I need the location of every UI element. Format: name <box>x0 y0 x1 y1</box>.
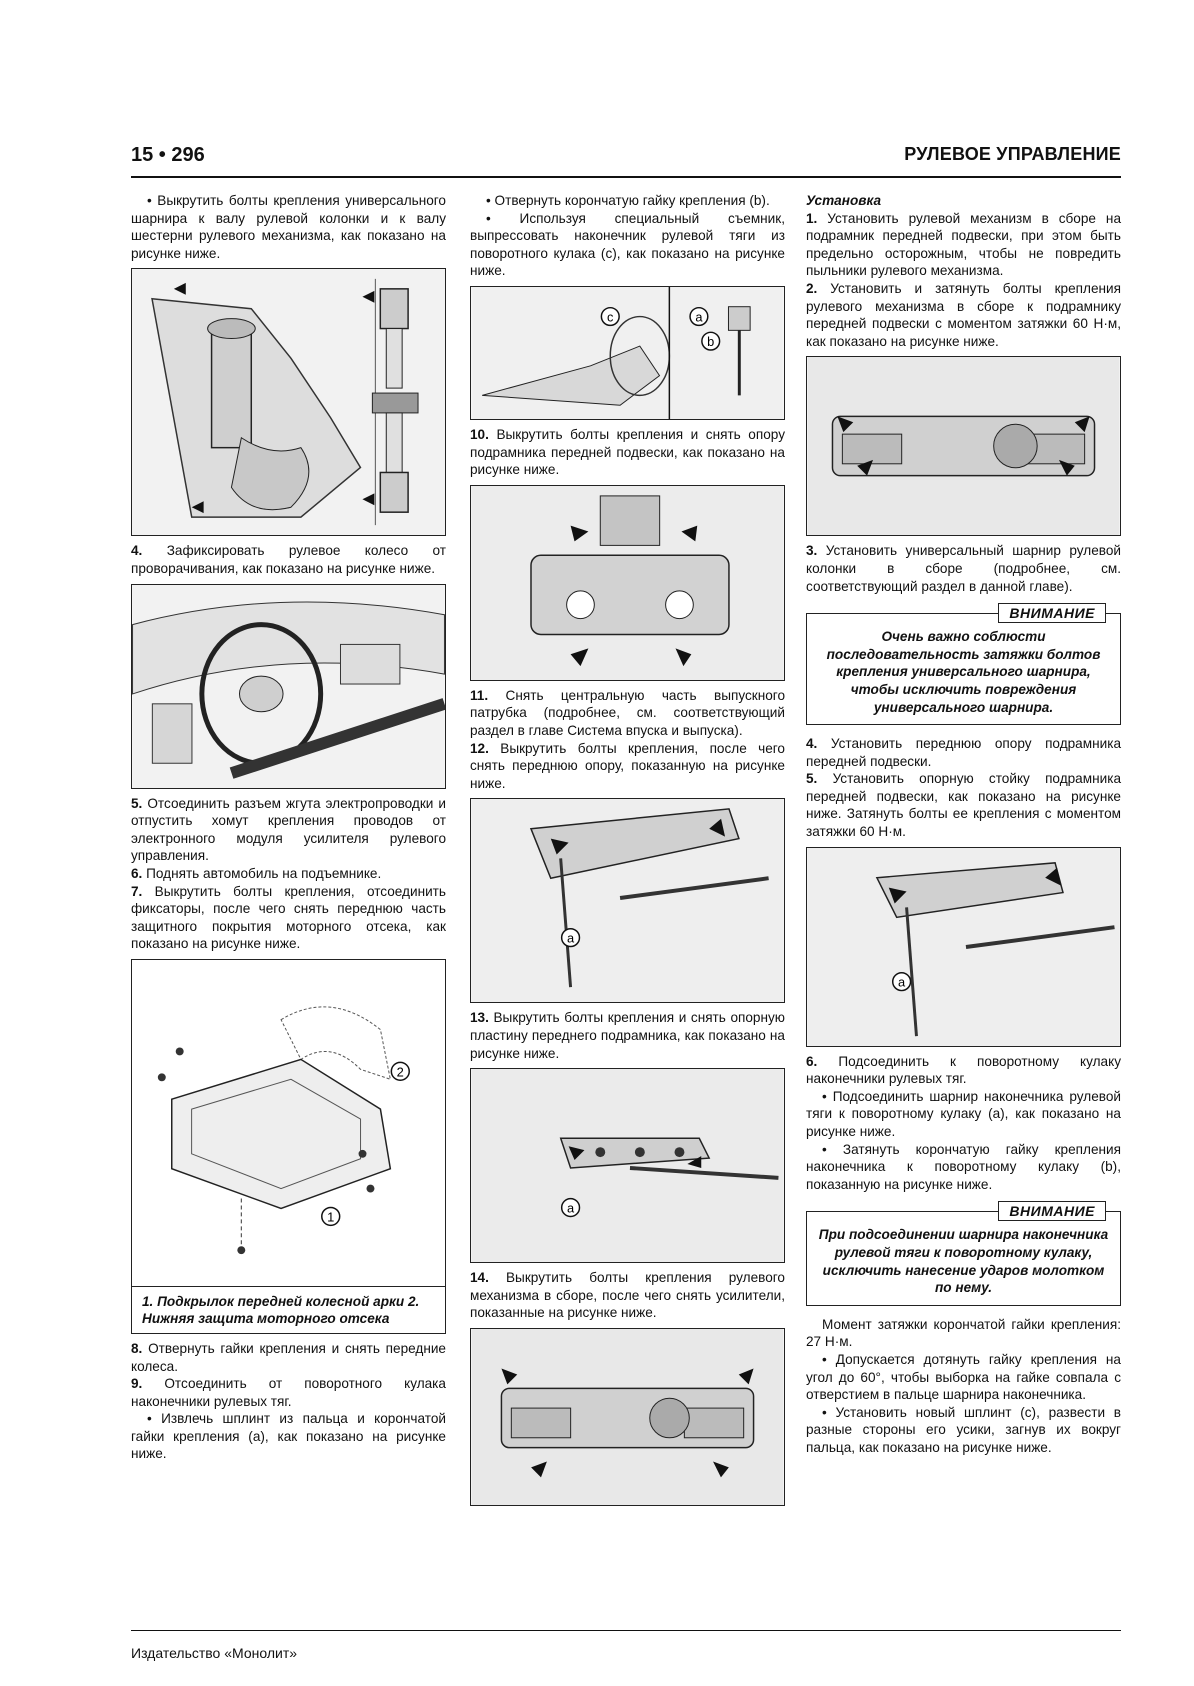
figure-label-2: 2 <box>397 1064 404 1079</box>
step-12: 12. Выкрутить болты крепления, после чег… <box>470 740 785 791</box>
column-3: Установка 1. Установить рулевой механизм… <box>806 192 1121 1457</box>
paragraph: • Установить новый шплинт (с), развести … <box>806 1404 1121 1455</box>
figure-steering-wheel-lock <box>131 583 446 789</box>
step-6: 6. Поднять автомобиль на подъемнике. <box>131 865 382 881</box>
step-14: 14. Выкрутить болты крепления рулевого м… <box>470 1270 785 1321</box>
column-2: • Отвернуть корончатую гайку крепления (… <box>470 192 785 1512</box>
paragraph: • Затянуть корончатую гайку крепления на… <box>806 1141 1121 1192</box>
illustration-support-plate: a <box>471 1069 784 1263</box>
figure-front-support: a <box>470 798 785 1004</box>
step-3: 3. Установить универсальный шарнир рулев… <box>806 543 1121 594</box>
figure-label-a: a <box>898 974 906 989</box>
figure-universal-joint <box>131 268 446 537</box>
step-4: 4. Зафиксировать рулевое колесо от прово… <box>131 543 446 576</box>
paragraph: • Допускается дотянуть гайку крепления н… <box>806 1351 1121 1403</box>
paragraph: • Подсоединить шарнир наконечника рулево… <box>806 1088 1121 1140</box>
step-1: 1. Установить рулевой механизм в сборе н… <box>806 210 1121 279</box>
warning-box: ВНИМАНИЕ При подсоединении шарнира након… <box>806 1201 1121 1306</box>
step-2: 2. Установить и затянуть болты крепления… <box>806 280 1121 349</box>
warning-box: ВНИМАНИЕ Очень важно соблюсти последоват… <box>806 603 1121 726</box>
figure-support-plate: a <box>470 1068 785 1264</box>
illustration-subframe <box>471 485 784 680</box>
figure-label-a: a <box>567 931 575 946</box>
paragraph: Момент затяжки корончатой гайки креплени… <box>806 1316 1121 1350</box>
figure-label-a: a <box>695 309 703 324</box>
illustration-steering-wheel <box>132 584 445 788</box>
step-8: 8. Отвернуть гайки крепления и снять пер… <box>131 1340 446 1374</box>
section-title: РУЛЕВОЕ УПРАВЛЕНИЕ <box>904 144 1121 164</box>
footer-divider <box>131 1630 1121 1631</box>
figure-engine-cover: 2 1 <box>131 958 446 1287</box>
page-number: 15 • 296 <box>131 144 205 166</box>
figure-label-1: 1 <box>327 1209 334 1224</box>
step-7: 7. Выкрутить болты крепления, отсоединит… <box>131 883 446 952</box>
illustration-front-support: a <box>471 799 784 1003</box>
step-6: 6. Подсоединить к поворотному кулаку нак… <box>806 1053 1121 1087</box>
figure-caption: 1. Подкрылок передней колесной арки 2. Н… <box>131 1286 446 1334</box>
illustration-steering-gear <box>471 1328 784 1505</box>
figure-tie-rod-end: c a b <box>470 285 785 420</box>
figure-label-c: c <box>607 309 614 324</box>
illustration-support-strut: a <box>807 847 1120 1046</box>
figure-support-strut: a <box>806 846 1121 1047</box>
illustration-tie-rod: c a b <box>472 286 783 419</box>
paragraph: • Извлечь шплинт из пальца и корончатой … <box>131 1411 446 1462</box>
figure-subframe-support <box>470 484 785 681</box>
figure-label-b: b <box>707 334 714 349</box>
step-4: 4. Установить переднюю опору подрамника … <box>806 736 1121 769</box>
paragraph: • Используя специальный съемник, выпресс… <box>470 210 785 279</box>
step-5: 5. Установить опорную стойку подрамника … <box>806 771 1121 840</box>
paragraph: • Отвернуть корончатую гайку крепления (… <box>486 193 770 208</box>
step-13: 13. Выкрутить болты крепления и снять оп… <box>470 1010 785 1061</box>
illustration-steering-gear-install <box>807 357 1120 536</box>
step-5: 5. Отсоединить разъем жгута электропрово… <box>131 795 446 864</box>
step-10: 10. Выкрутить болты крепления и снять оп… <box>470 426 785 478</box>
illustration-universal-joint <box>132 269 445 536</box>
figure-label-a: a <box>567 1201 575 1216</box>
figure-steering-gear-install <box>806 356 1121 537</box>
column-1: • Выкрутить болты крепления универсально… <box>131 192 446 1463</box>
figure-steering-gear-bolts <box>470 1327 785 1506</box>
warning-label: ВНИМАНИЕ <box>998 1201 1106 1222</box>
warning-text: Очень важно соблюсти последовательность … <box>826 629 1101 715</box>
paragraph: • Выкрутить болты крепления универсально… <box>131 193 446 261</box>
warning-label: ВНИМАНИЕ <box>998 603 1106 624</box>
warning-text: При подсоединении шарнира наконечника ру… <box>818 1227 1109 1296</box>
step-9: 9. Отсоединить от поворотного кулака нак… <box>131 1376 446 1409</box>
step-11: 11. Снять центральную часть выпускного п… <box>470 687 785 738</box>
page-header: 15 • 296 РУЛЕВОЕ УПРАВЛЕНИЕ <box>131 144 1121 178</box>
subheading-installation: Установка <box>806 193 882 208</box>
illustration-engine-cover: 2 1 <box>132 959 445 1286</box>
publisher: Издательство «Монолит» <box>131 1645 298 1661</box>
